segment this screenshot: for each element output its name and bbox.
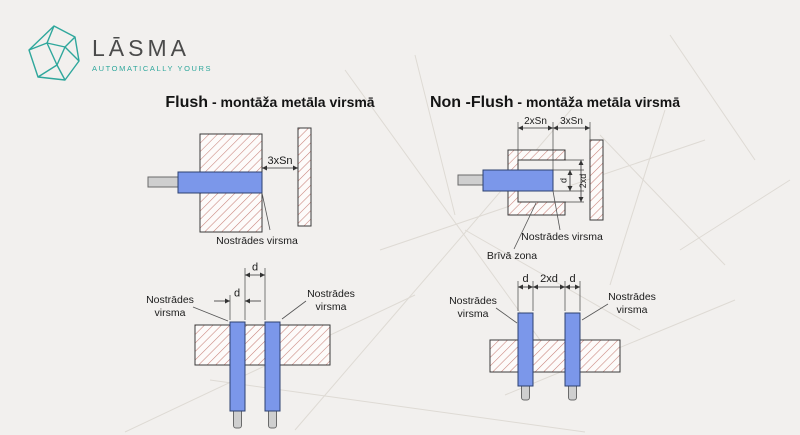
sensing-face-label-right-1: Nostrādes <box>608 291 656 303</box>
sensor-1-body <box>229 321 246 412</box>
sensing-face-label-left-1: Nostrādes <box>146 294 194 306</box>
sensing-face-leader <box>261 192 271 231</box>
dim-d-gap-label: d <box>252 262 258 274</box>
nonflush-heading-bold: Non -Flush <box>429 94 514 111</box>
sensing-face-label-left-2: virsma <box>155 307 186 319</box>
free-zone-leader <box>513 202 537 250</box>
logo-polyhedron-icon <box>28 25 80 81</box>
sensing-face-leader-right <box>281 300 307 320</box>
dim-2xsn-label: 2xSn <box>524 116 547 127</box>
sensing-face-label: Nostrādes virsma <box>216 235 298 247</box>
sensing-face-label-left-1: Nostrādes <box>449 295 497 307</box>
dim-2xd-label: 2xd <box>540 273 558 285</box>
sensing-face-leader-right <box>581 303 609 321</box>
logo-wordmark: LĀSMA <box>92 35 190 61</box>
flush-heading-bold: Flush <box>165 94 209 111</box>
sensor-cable <box>457 174 485 186</box>
target-plate <box>589 139 604 221</box>
dim-2xd-label: 2xd <box>578 174 588 189</box>
sensor-1-body <box>517 312 534 387</box>
sensing-face-label-right-2: virsma <box>316 301 347 313</box>
sensor-body <box>482 169 554 192</box>
flush-heading-rest: - montāža metāla virsmā <box>208 94 375 110</box>
flush-heading: Flush - montāža metāla virsmā <box>140 94 400 112</box>
dim-3xsn-label: 3xSn <box>560 116 583 127</box>
sensor-2-body <box>564 312 581 387</box>
dim-d-left-label: d <box>522 273 528 285</box>
dim-d-label: d <box>559 178 569 183</box>
extension-lines <box>517 281 581 311</box>
logo-tagline: AUTOMATICALLY YOURS <box>92 64 213 74</box>
dim-d-width-label: d <box>234 288 240 300</box>
logo: LĀSMA AUTOMATICALLY YOURS <box>26 24 212 84</box>
flush-side-diagram: 3xSn Nostrādes virsma <box>147 127 312 247</box>
sensing-face-leader <box>552 190 561 231</box>
flush-pair-diagram: d d Nostrādes virsma Nostrādes virsma <box>146 262 355 429</box>
sensing-face-leader-left <box>192 306 229 322</box>
dim-d-right-label: d <box>569 273 575 285</box>
sensing-face-label-left-2: virsma <box>458 308 489 320</box>
sensor-2-body <box>264 321 281 412</box>
target-plate <box>297 127 312 227</box>
mounting-plate <box>194 324 331 366</box>
dim-3xsn-label: 3xSn <box>267 155 292 167</box>
dim-lines <box>214 272 265 304</box>
free-zone-label: Brīvā zona <box>487 250 537 262</box>
mounting-plate <box>489 339 621 373</box>
sensing-face-leader-left <box>495 307 518 324</box>
nonflush-pair-diagram: d 2xd d Nostrādes virsma Nostrādes virsm… <box>449 273 656 401</box>
sensing-face-label-right-1: Nostrādes <box>307 288 355 300</box>
nonflush-side-diagram: 2xSn 3xSn d 2xd Nostrādes virsma Brīvā z… <box>457 116 604 262</box>
dim-3xsn <box>261 162 298 172</box>
nonflush-heading-rest: - montāža metāla virsmā <box>513 94 681 110</box>
sensor-cable <box>147 176 180 188</box>
sensor-body <box>177 171 263 194</box>
nonflush-heading: Non -Flush - montāža metāla virsmā <box>420 94 690 112</box>
logo-text: LĀSMA AUTOMATICALLY YOURS <box>92 35 213 74</box>
sensing-face-label: Nostrādes virsma <box>521 231 603 243</box>
dim-lines <box>518 125 590 202</box>
sensing-face-label-right-2: virsma <box>617 304 648 316</box>
